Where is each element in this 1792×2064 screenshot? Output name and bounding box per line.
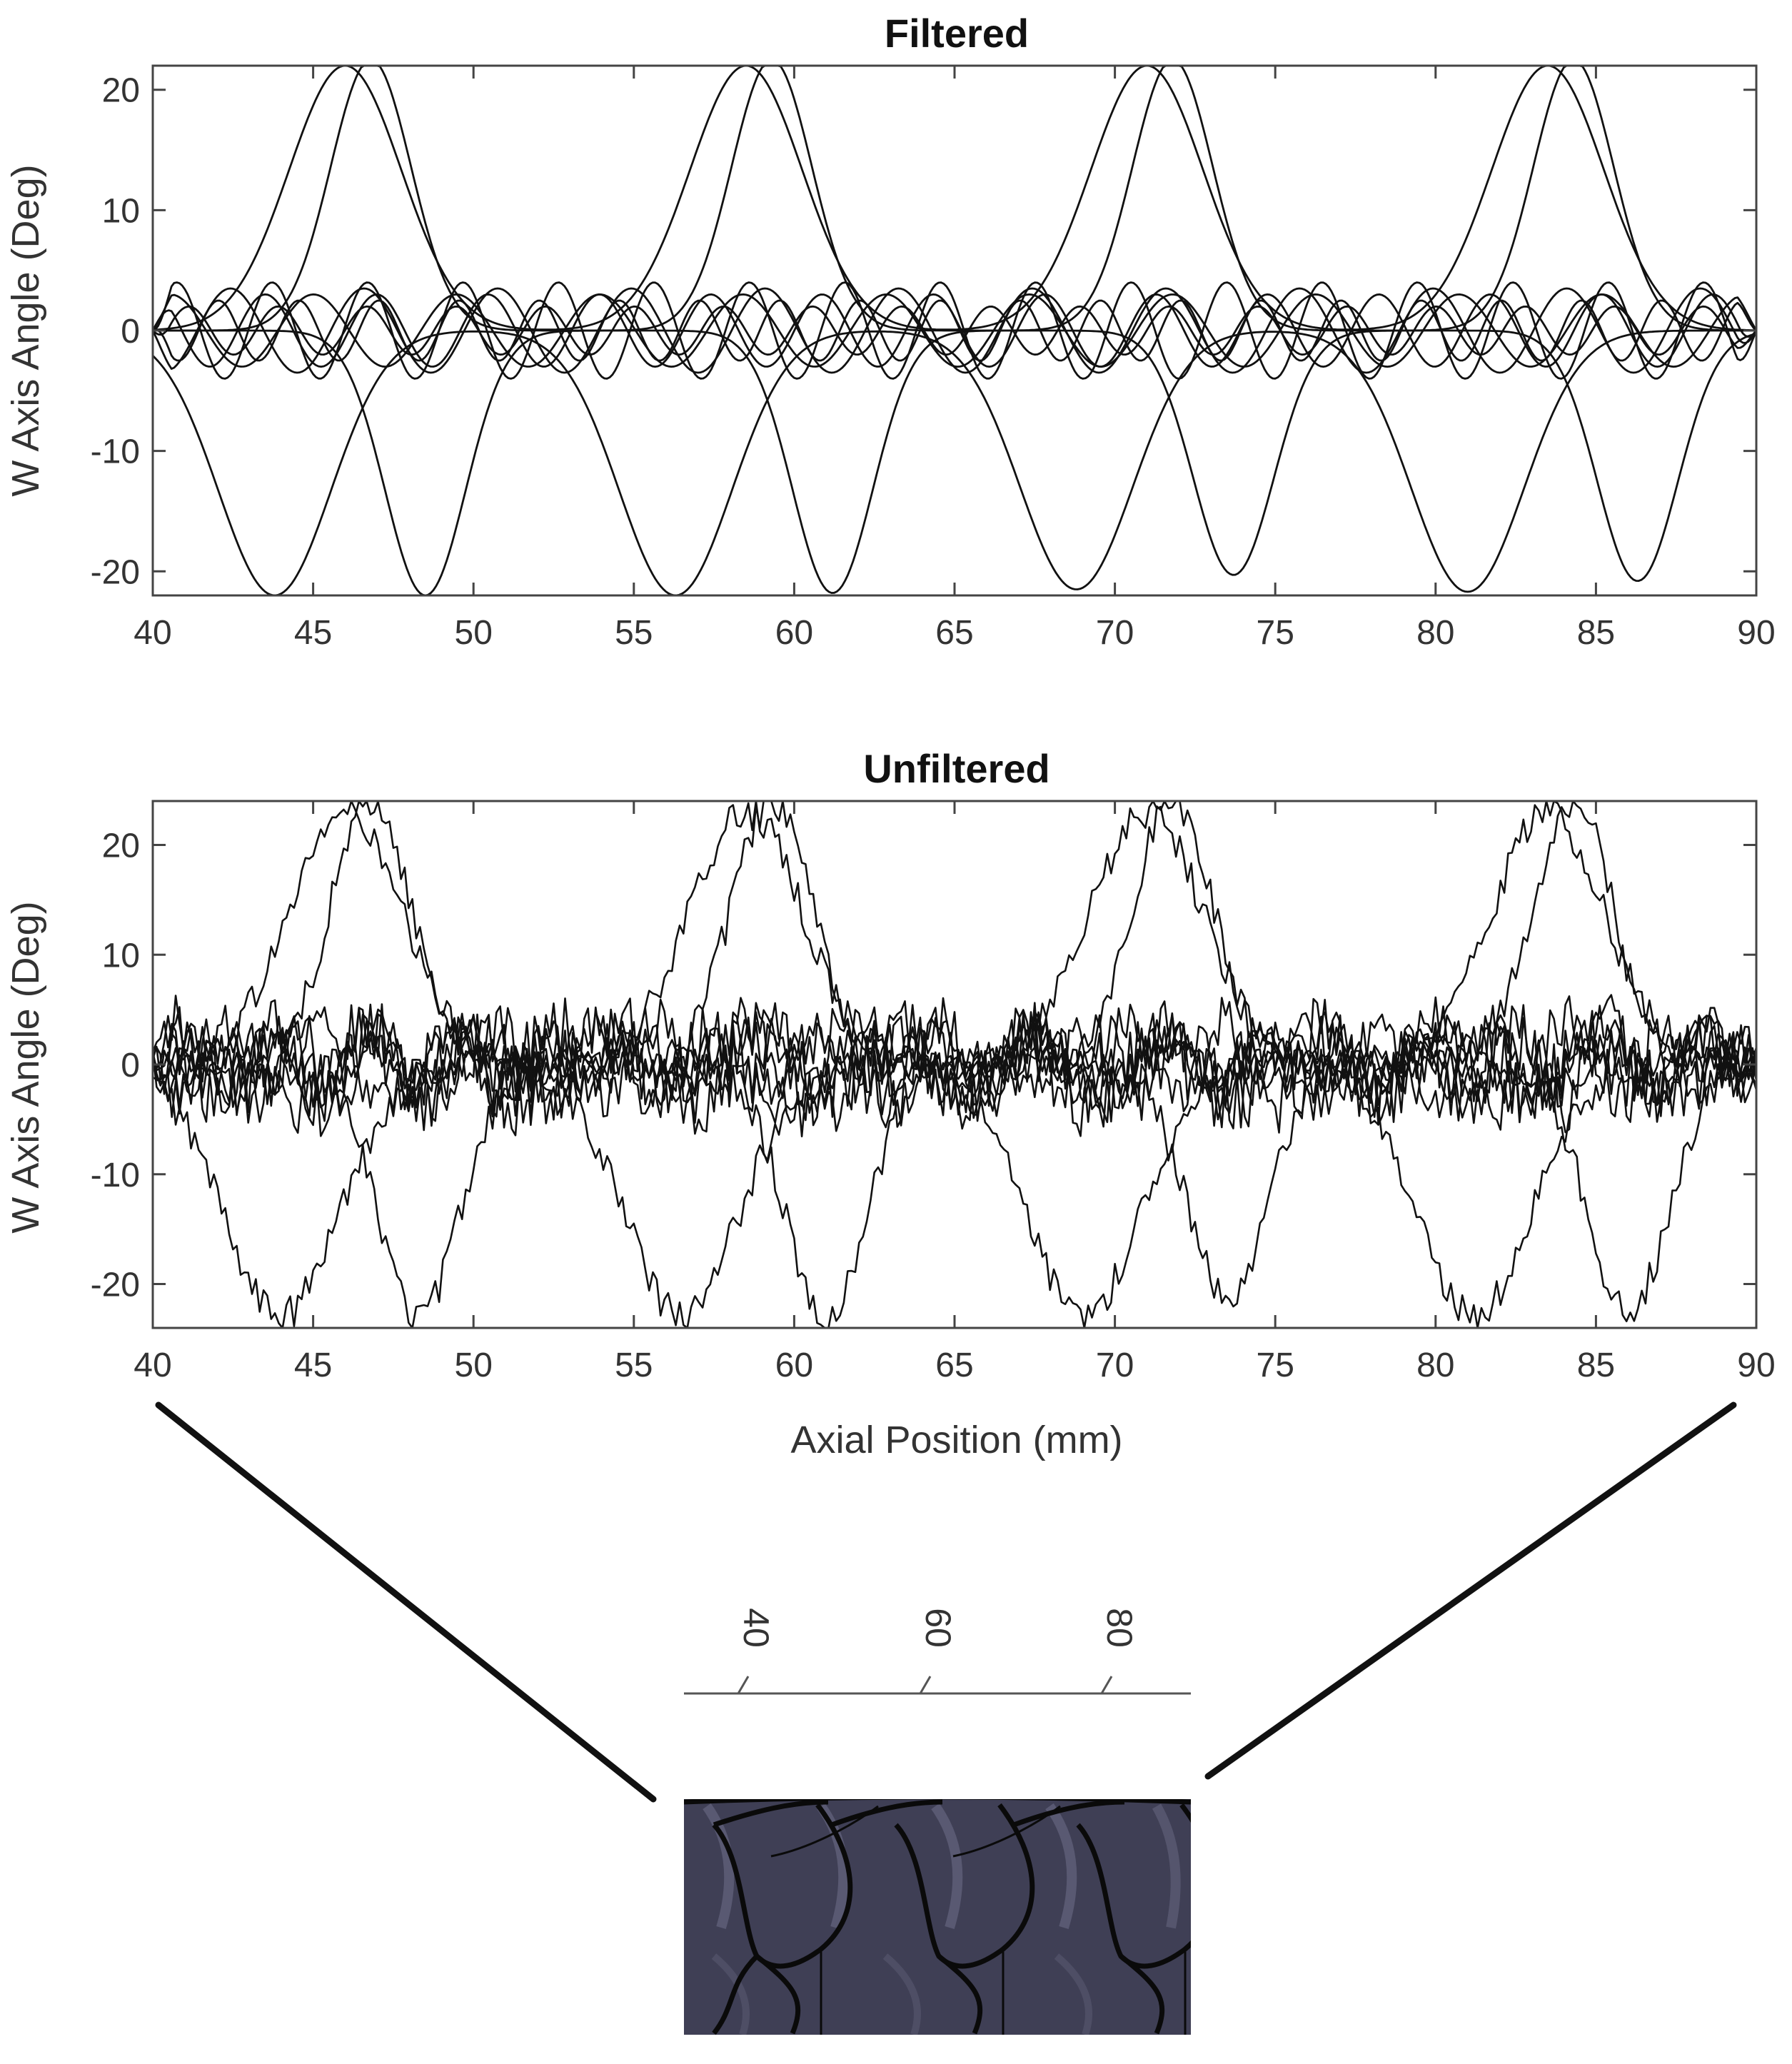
ruler-tick-80 [1100, 1676, 1113, 1694]
x-axis-label: Axial Position (mm) [790, 1419, 1122, 1461]
x-tick-label: 85 [1577, 1346, 1615, 1384]
ruler-label-60: 60 [918, 1608, 958, 1648]
rod-braid-strands [684, 1799, 1191, 2035]
rod-specimen-image [684, 1799, 1191, 2035]
x-tick-label: 65 [935, 614, 973, 652]
ruler-label-40: 40 [736, 1608, 776, 1648]
y-tick-label: 0 [121, 1047, 140, 1084]
series-line [152, 305, 1758, 356]
series-line [153, 64, 1756, 332]
x-tick-label: 50 [455, 1346, 493, 1384]
x-tick-label: 55 [615, 614, 653, 652]
zoom-connector-right [1204, 1401, 1737, 1780]
filtered-chart: Filtered W Axis Angle (Deg) 40 45 50 55 60 65… [4, 11, 1776, 652]
rod-thin-strands [770, 1805, 1187, 2035]
x-tick-label: 90 [1737, 614, 1775, 652]
series-line [151, 329, 1756, 597]
x-tick-label: 75 [1257, 1346, 1294, 1384]
y-tick-label: -20 [91, 1267, 140, 1304]
x-tick-label: 85 [1577, 614, 1615, 652]
unfiltered-y-axis-label: W Axis Angle (Deg) [4, 901, 47, 1233]
ruler-tick-60 [919, 1676, 932, 1694]
x-tick-label: 90 [1737, 1346, 1775, 1384]
y-tick-label: -20 [91, 553, 140, 591]
y-tick-label: -10 [91, 1157, 140, 1194]
x-tick-label: 40 [134, 1346, 171, 1384]
x-tick-label: 45 [294, 1346, 332, 1384]
ruler-tick-40 [737, 1676, 750, 1694]
x-tick-label: 80 [1416, 614, 1454, 652]
filtered-y-axis-label: W Axis Angle (Deg) [4, 164, 47, 496]
series-line [152, 299, 1757, 362]
x-tick-label: 75 [1257, 614, 1294, 652]
x-tick-label: 65 [935, 1346, 973, 1384]
ruler-label-80: 80 [1099, 1608, 1139, 1648]
zoom-connector-left [155, 1401, 657, 1803]
x-tick-label: 70 [1096, 614, 1134, 652]
series-line [151, 995, 1758, 1134]
x-tick-label: 55 [615, 1346, 653, 1384]
x-tick-label: 70 [1096, 1346, 1134, 1384]
y-tick-label: 20 [102, 72, 140, 110]
series-line [151, 800, 1758, 1082]
y-tick-label: 10 [102, 937, 140, 975]
series-line [152, 281, 1758, 380]
x-tick-label: 80 [1416, 1346, 1454, 1384]
rod-body [684, 1799, 1191, 2035]
x-tick-label: 40 [134, 614, 171, 652]
x-tick-label: 45 [294, 614, 332, 652]
y-tick-label: 0 [121, 313, 140, 351]
y-tick-label: 10 [102, 192, 140, 230]
y-tick-label: -10 [91, 433, 140, 471]
series-line [151, 293, 1758, 368]
filtered-chart-title: Filtered [885, 11, 1029, 56]
unfiltered-chart-title: Unfiltered [863, 746, 1049, 791]
series-line [151, 1002, 1758, 1128]
x-tick-label: 50 [455, 614, 493, 652]
axial-ruler: 40 60 80 [684, 1608, 1191, 1695]
x-tick-label: 60 [775, 614, 813, 652]
unfiltered-chart: Unfiltered W Axis Angle (Deg) 40 45 50 55 60… [4, 746, 1776, 1461]
x-tick-label: 60 [775, 1346, 813, 1384]
y-tick-label: 20 [102, 827, 140, 865]
